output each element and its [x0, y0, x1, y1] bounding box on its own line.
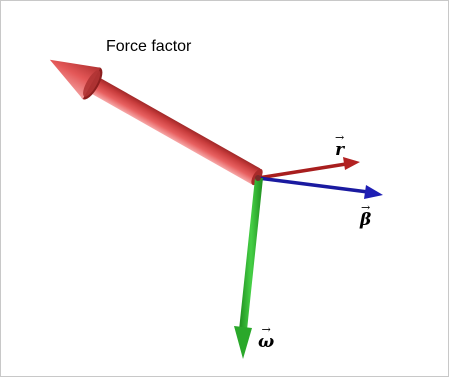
r-vector-arrow: [256, 157, 360, 180]
omega-vector-label-arrow: →: [261, 323, 271, 336]
r-vector-label-symbol: r: [335, 140, 345, 160]
beta-vector-arrow: [256, 176, 383, 199]
force-factor-arrow: [49, 59, 263, 186]
origin-point: [255, 175, 261, 181]
beta-vector-label: → β: [360, 201, 372, 230]
beta-vector-label-symbol: β: [360, 210, 372, 230]
r-vector-label-arrow: →: [335, 131, 345, 144]
force-arrow-shaft: [87, 76, 261, 185]
omega-vector-arrow: [234, 178, 263, 359]
r-vector-label: → r: [335, 131, 345, 160]
omega-vector-label: → ω: [258, 323, 275, 352]
force-factor-label: Force factor: [106, 38, 192, 55]
omega-vector-label-symbol: ω: [258, 332, 275, 352]
beta-vector-label-arrow: →: [361, 201, 371, 214]
